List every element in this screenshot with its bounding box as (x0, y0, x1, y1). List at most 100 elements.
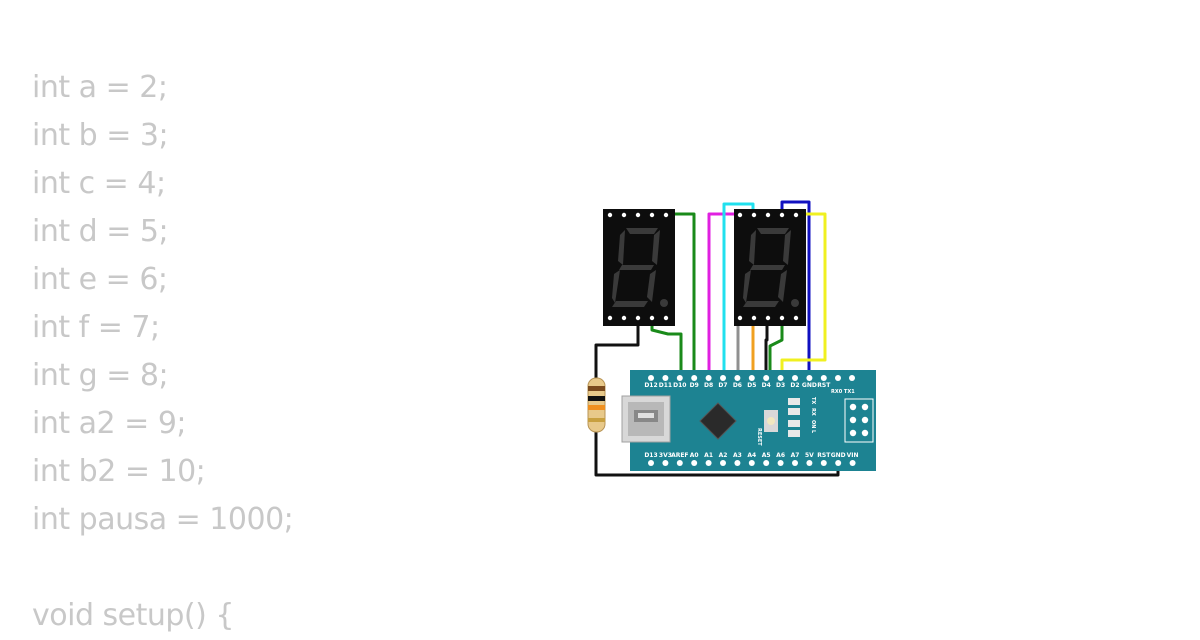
wire-magenta-d8 (707, 212, 739, 380)
pin-label: A4 (747, 452, 756, 459)
led-label: L (810, 430, 816, 434)
seven-segment-display-1[interactable] (603, 209, 675, 326)
usb-connector (621, 395, 671, 443)
pin-d9[interactable] (691, 375, 698, 381)
display-2-pins-top (737, 212, 799, 218)
pin-d10[interactable] (676, 375, 683, 381)
pin-d13[interactable] (648, 460, 654, 466)
pin-label: A6 (776, 452, 785, 459)
status-leds (788, 398, 800, 437)
pin-label: RST (817, 452, 831, 459)
code-line: int c = 4; (32, 166, 166, 201)
pin-label: D13 (644, 452, 657, 459)
reset-label: RESET (756, 428, 762, 446)
code-line: int f = 7; (32, 310, 160, 345)
display-2-segments (743, 228, 799, 307)
display-2-pins-bottom (737, 315, 799, 321)
pin-d5[interactable] (748, 375, 755, 381)
bottom-header-pins (648, 460, 856, 466)
pin-a5[interactable] (763, 460, 770, 466)
pin-label: AREF (671, 452, 688, 459)
pin-label: D2 (790, 382, 799, 389)
pin-label: A5 (762, 452, 771, 459)
pin-label: 3V3 (659, 452, 672, 459)
pin-a4[interactable] (748, 460, 755, 466)
pin-a1[interactable] (705, 460, 712, 466)
pin-label: D5 (747, 382, 756, 389)
pin-rst[interactable] (820, 375, 827, 381)
seven-segment-display-2[interactable] (734, 209, 806, 326)
pin-gnd[interactable] (835, 460, 842, 466)
pin-label: A7 (791, 452, 800, 459)
pin-label: D11 (659, 382, 672, 389)
pin-a7[interactable] (792, 460, 798, 466)
pin-3v3[interactable] (662, 460, 669, 466)
wire-green-d4b (768, 315, 784, 380)
reset-button[interactable] (764, 410, 778, 432)
pin-a6[interactable] (777, 460, 784, 466)
pin-label: D4 (762, 382, 771, 389)
wire-yellow-d3 (780, 212, 827, 380)
pin-label: A2 (719, 452, 728, 459)
pin-d11[interactable] (662, 375, 669, 381)
pin-label: D10 (673, 382, 686, 389)
code-line: int b = 3; (32, 118, 169, 153)
top-header-pins (648, 375, 855, 381)
pin-d4[interactable] (763, 375, 770, 381)
rx-tx-label: RX0 TX1 (831, 389, 855, 395)
pin-gnd[interactable] (806, 375, 813, 381)
pin-label: A0 (690, 452, 699, 459)
pin-label: D3 (776, 382, 785, 389)
pin-vin[interactable] (849, 460, 856, 466)
led-label: TX (810, 397, 816, 404)
code-line: int d = 5; (32, 214, 169, 249)
pin-label: D12 (644, 382, 657, 389)
code-line: int a = 2; (32, 70, 168, 105)
pin-a2[interactable] (720, 460, 726, 466)
wire-green-d10 (650, 315, 683, 380)
pin-rst[interactable] (820, 460, 827, 466)
display-1-pins-bottom (607, 315, 669, 321)
pin-d7[interactable] (720, 375, 726, 381)
pin-a0[interactable] (691, 460, 698, 466)
wire-black-d4 (764, 315, 769, 380)
pin-label: D6 (733, 382, 742, 389)
code-listing: int a = 2; int b = 3; int c = 4; int d = 5;… (32, 64, 294, 640)
pin-label: D9 (690, 382, 699, 389)
pin-label: D8 (704, 382, 713, 389)
led-label: RX (810, 408, 816, 416)
pin-d6[interactable] (734, 375, 741, 381)
pin-extra[interactable] (835, 375, 841, 381)
code-line: int b2 = 10; (32, 454, 206, 489)
pin-5v[interactable] (806, 460, 813, 466)
pin-d3[interactable] (777, 375, 784, 381)
pin-aref[interactable] (676, 460, 683, 466)
icsp-header (844, 398, 874, 443)
pin-d12[interactable] (648, 375, 654, 381)
code-line: int g = 8; (32, 358, 169, 393)
pin-d2[interactable] (792, 375, 798, 381)
pin-label: VIN (847, 452, 859, 459)
display-1-segments (612, 228, 668, 307)
wire-green-d9 (665, 212, 696, 380)
code-line: int e = 6; (32, 262, 168, 297)
code-line: int pausa = 1000; (32, 502, 294, 537)
code-line: void setup() { (32, 598, 234, 633)
pin-label: D7 (718, 382, 727, 389)
led-labels: TX RX ON L (810, 397, 816, 434)
pin-d8[interactable] (705, 375, 712, 381)
pin-label: RST (817, 382, 831, 389)
pin-label: A1 (704, 452, 713, 459)
resistor[interactable] (587, 377, 606, 433)
pin-a3[interactable] (734, 460, 741, 466)
microcontroller-chip (699, 402, 737, 440)
pin-extra[interactable] (849, 375, 855, 381)
pin-label: A3 (733, 452, 742, 459)
pin-label: 5V (805, 452, 814, 459)
code-line: int a2 = 9; (32, 406, 187, 441)
led-label: ON (810, 420, 816, 428)
